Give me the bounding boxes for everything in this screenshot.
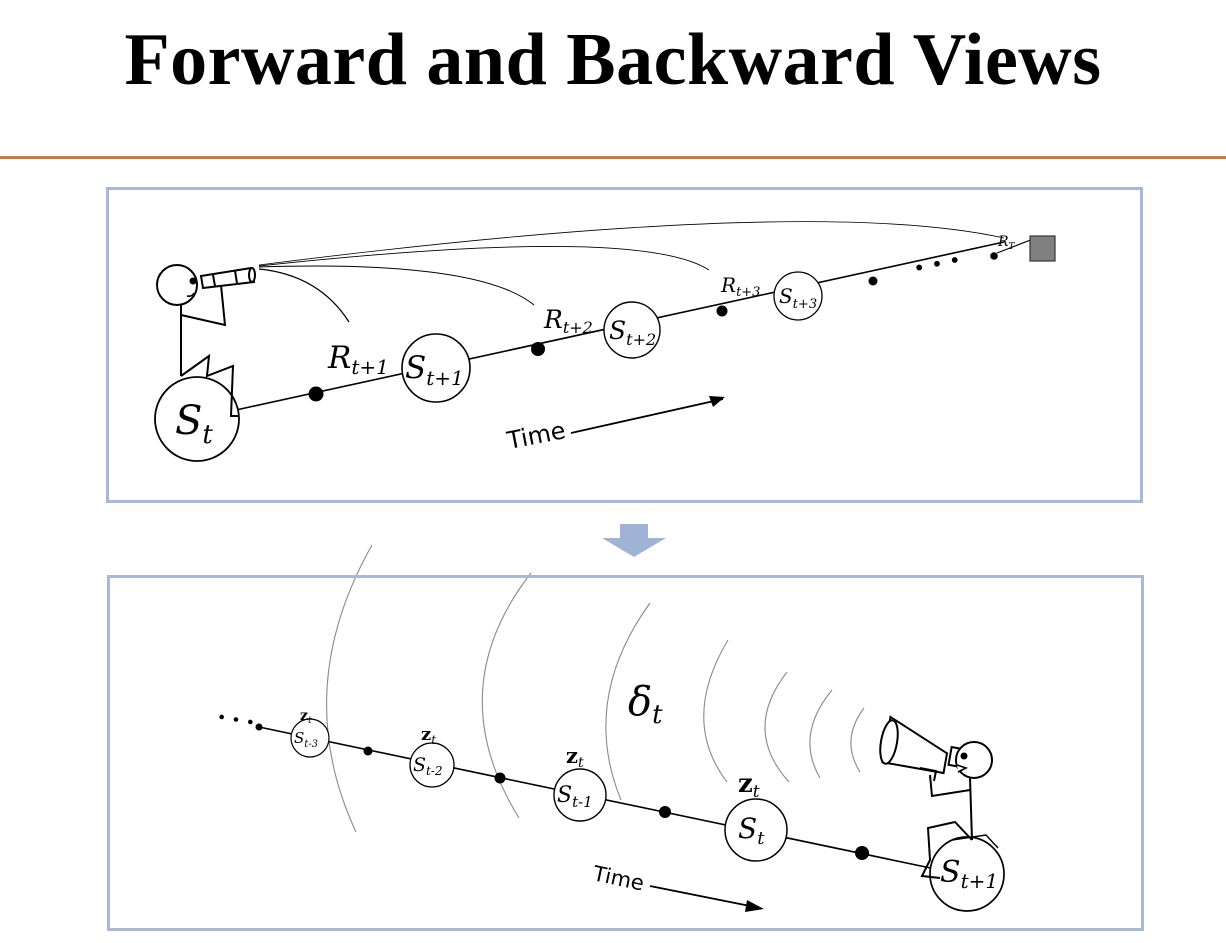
trace-label: zt <box>421 724 436 747</box>
backward-view-foreground: Time • • • zt zt zt zt St-3 St-2 St-1 St… <box>215 679 1005 912</box>
backward-view-diagram <box>326 544 865 833</box>
lookahead-arc-4 <box>258 221 1005 266</box>
error-broadcast-waves <box>326 544 865 833</box>
trace-label: zt <box>566 743 584 771</box>
terminal-state-box <box>1029 235 1056 262</box>
ellipsis: • • • <box>911 247 963 280</box>
reward-label-rT: RT <box>997 234 1016 252</box>
time-label: Time <box>504 416 568 455</box>
state-label-st1: St+1 <box>405 350 464 390</box>
megaphone-icon <box>879 715 965 782</box>
state-circle <box>401 333 471 403</box>
state-label-st: St <box>175 398 213 450</box>
time-label: Time <box>590 861 646 895</box>
state-circle <box>929 836 1005 912</box>
state-circle <box>603 301 661 359</box>
state-circle <box>409 742 455 788</box>
state-label-st: St <box>738 812 765 849</box>
state-circle <box>290 718 330 758</box>
time-arrow-head <box>745 900 764 912</box>
telescope-icon <box>199 266 256 290</box>
reward-label-rt3: Rt+3 <box>720 273 760 300</box>
backward-view-panel <box>107 575 1144 931</box>
state-label-st3: St+3 <box>779 284 817 312</box>
time-arrow <box>649 885 761 909</box>
title-divider <box>0 156 1226 159</box>
reward-dot <box>255 723 263 731</box>
lookahead-arc-3 <box>258 246 710 271</box>
reward-dot <box>659 806 671 818</box>
state-circle <box>154 376 240 462</box>
state-circle <box>553 768 607 822</box>
time-arrow <box>570 398 724 434</box>
reward-dot <box>531 342 545 356</box>
lookahead-arc-2 <box>258 265 535 306</box>
stick-figure-icon <box>920 741 999 879</box>
forward-view-diagram: Time St St+1 St+2 St+3 Rt+1 Rt+2 Rt+3 RT… <box>154 221 1056 462</box>
time-arrow-head <box>709 396 725 407</box>
state-label-st2: St+2 <box>609 316 656 349</box>
reward-dot <box>855 846 869 860</box>
reward-dot <box>494 772 506 784</box>
trace-label: zt <box>738 769 760 802</box>
reward-label-rt2: Rt+2 <box>543 305 593 337</box>
reward-dot <box>363 746 373 756</box>
state-circle <box>724 798 788 862</box>
lookahead-arc-1 <box>258 268 350 323</box>
reward-dot <box>868 276 878 286</box>
ellipsis: • • • <box>215 707 256 732</box>
trace-label: zt <box>300 708 312 726</box>
state-label-st-2: St-2 <box>413 754 443 778</box>
state-label-st-3: St-3 <box>294 729 318 750</box>
reward-label-rt1: Rt+1 <box>327 340 389 379</box>
state-label-st-1: St-1 <box>557 783 593 811</box>
td-error-label: δt <box>628 679 663 730</box>
forward-view-panel: Time St St+1 St+2 St+3 Rt+1 Rt+2 Rt+3 RT… <box>106 187 1143 503</box>
reward-dot <box>308 386 324 402</box>
page-title: Forward and Backward Views <box>124 19 1102 101</box>
reward-dot <box>990 252 998 260</box>
stick-figure-icon <box>156 264 239 417</box>
reward-dot <box>716 305 728 317</box>
state-label-st1: St+1 <box>940 855 998 893</box>
state-circle <box>773 271 823 321</box>
transition-arrow-icon <box>602 524 666 557</box>
